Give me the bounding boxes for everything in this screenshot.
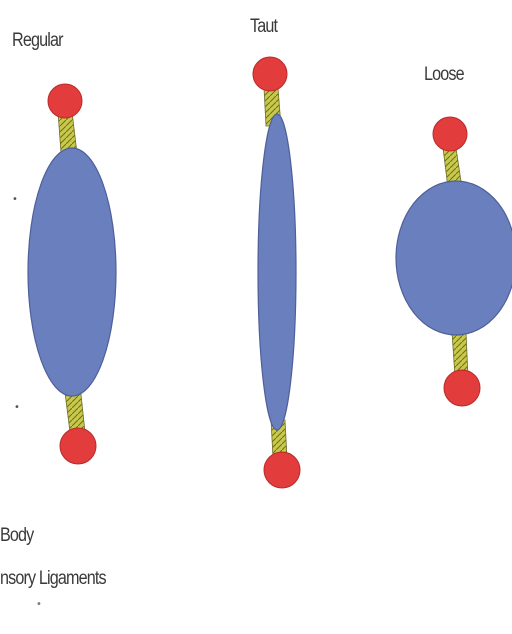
loose-top-attachment [433,117,467,151]
legend-body: Body [0,525,33,547]
scan-mark: • [14,402,20,413]
loose-shape [396,117,512,406]
scan-mark: • [12,194,18,205]
label-taut: Taut [250,16,277,38]
regular-shape [28,84,116,464]
regular-top-attachment [48,84,82,118]
label-loose: Loose [424,64,464,86]
taut-body [258,114,296,430]
taut-top-attachment [253,57,287,91]
legend-ligaments: nsory Ligaments [0,568,106,590]
label-regular: Regular [12,30,63,52]
regular-bottom-attachment [60,428,96,464]
scan-mark: • [36,599,42,610]
loose-bottom-attachment [444,370,480,406]
taut-bottom-attachment [264,452,300,488]
taut-shape [253,57,300,488]
regular-body [28,148,116,396]
loose-body [396,181,512,335]
